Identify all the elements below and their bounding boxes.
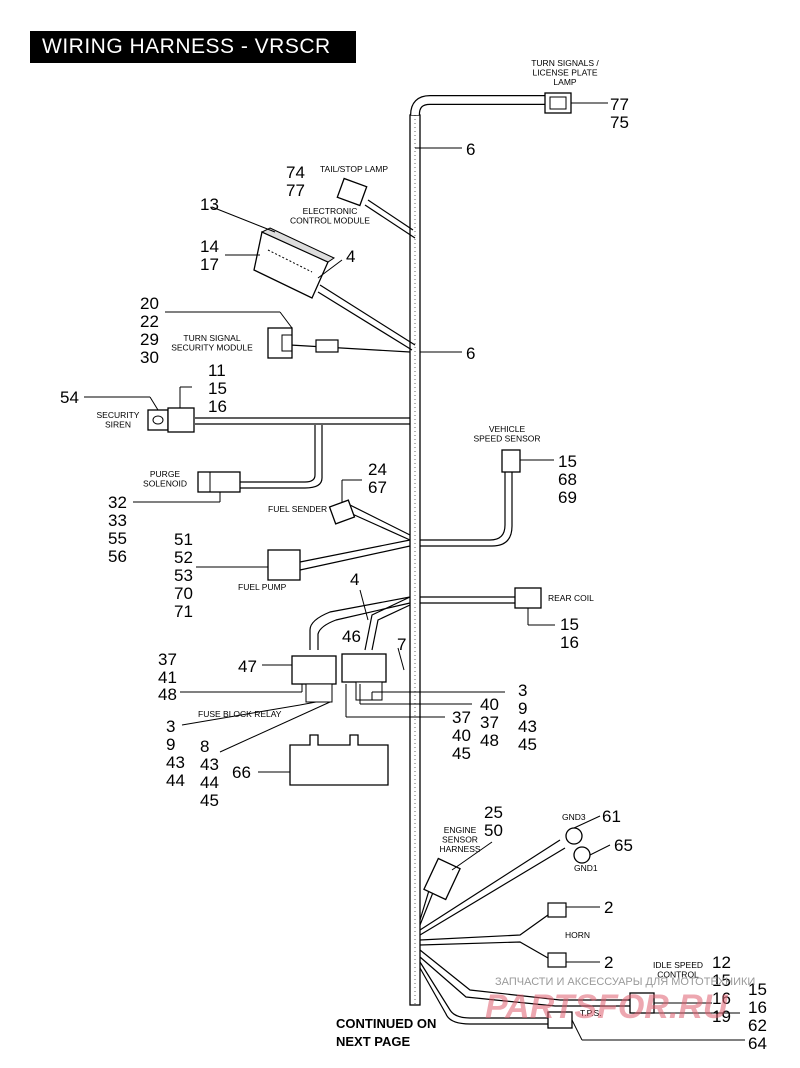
- horn-terminals: [547, 902, 567, 968]
- vss-connector: [501, 449, 521, 473]
- callout-66: 66: [232, 763, 251, 782]
- label-tps: T.P.S.: [580, 1008, 602, 1018]
- callout-65: 65: [614, 836, 633, 855]
- label-fuse-block: FUSE BLOCK RELAY: [198, 709, 282, 719]
- purge-solenoid-connector: [197, 471, 241, 493]
- ecm-module: [253, 227, 336, 299]
- callout-2-lower: 2: [604, 953, 613, 972]
- callout-6-lower: 6: [466, 344, 475, 363]
- label-gnd3: GND3: [562, 812, 586, 822]
- engine-sensor-harness-connector: [423, 857, 461, 901]
- leader-lines: [84, 102, 745, 1041]
- watermark-logo: PARTSFOR.RU: [485, 988, 729, 1026]
- label-gnd1: GND1: [574, 863, 598, 873]
- callout-48: 48: [158, 685, 177, 704]
- tail-stop-lamp-connector: [336, 177, 368, 207]
- label-fuel-sender: FUEL SENDER: [268, 504, 327, 514]
- fuse-block-housing: [289, 734, 389, 786]
- fuse-block-relays: [291, 653, 387, 703]
- callout-13: 13: [200, 195, 219, 214]
- tssm-module: [267, 327, 293, 359]
- security-siren-connector: [147, 407, 195, 433]
- label-fuel-pump: FUEL PUMP: [238, 582, 287, 592]
- page-title: WIRING HARNESS - VRSCR: [30, 31, 356, 63]
- callout-54: 54: [60, 388, 79, 407]
- callout-7: 7: [397, 635, 406, 654]
- turn-signal-connector: [544, 92, 572, 114]
- fuel-pump-connector: [267, 549, 301, 581]
- callout-6-upper: 6: [466, 140, 475, 159]
- callout-4-fuse: 4: [350, 570, 359, 589]
- callout-61: 61: [602, 807, 621, 826]
- callout-2-upper: 2: [604, 898, 613, 917]
- callout-40: 40: [480, 695, 499, 714]
- callout-4-ecm: 4: [346, 247, 355, 266]
- label-rear-coil: REAR COIL: [548, 593, 594, 603]
- main-harness: [409, 95, 545, 1006]
- label-tail-stop: TAIL/STOP LAMP: [320, 164, 388, 174]
- callout-46: 46: [342, 627, 361, 646]
- callout-47: 47: [238, 657, 257, 676]
- rear-coil-connector: [514, 587, 542, 609]
- ground-terminals: [565, 827, 591, 864]
- label-horn: HORN: [565, 930, 590, 940]
- fuel-sender-connector: [328, 499, 356, 525]
- watermark-text: ЗАПЧАСТИ И АКСЕССУАРЫ ДЛЯ МОТОТЕХНИКИ: [495, 976, 755, 988]
- branch-wires: [195, 199, 630, 1025]
